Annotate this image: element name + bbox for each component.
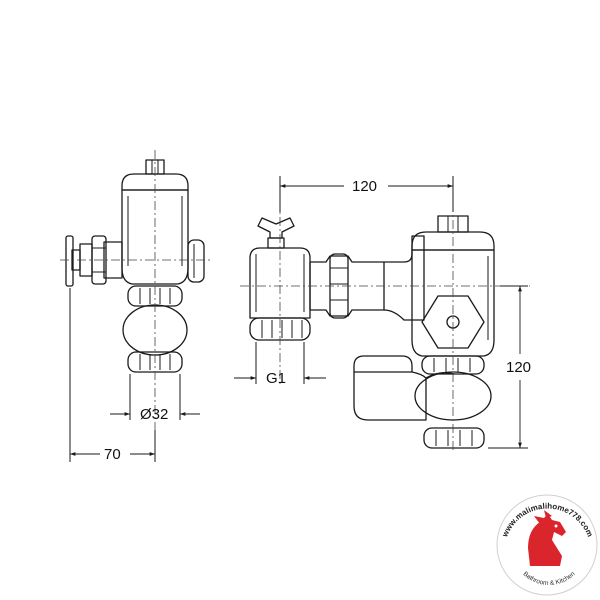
length-label: 120 <box>352 178 377 195</box>
side-boss <box>187 239 205 283</box>
breaker-cap <box>353 355 413 373</box>
hex-face <box>421 295 485 349</box>
dimension-height: 120 <box>488 285 531 449</box>
breaker-body <box>353 371 455 421</box>
ball-joint <box>122 304 188 356</box>
dimension-width: 70 <box>69 288 156 463</box>
handwheel <box>65 235 74 287</box>
diameter-label: Ø32 <box>140 406 168 423</box>
dimension-length: 120 <box>279 176 454 212</box>
main-valve-body <box>411 249 495 357</box>
thread-label: G1 <box>266 370 286 387</box>
dimension-thread: G1 <box>234 342 326 387</box>
outlet-nut <box>423 427 485 449</box>
front-view <box>240 186 530 452</box>
horse-head-icon <box>528 510 566 566</box>
main-cap <box>411 231 495 251</box>
handle-stem <box>267 237 285 249</box>
stop-valve-body <box>249 247 311 319</box>
left-connector <box>103 241 123 279</box>
width-label: 70 <box>104 446 121 463</box>
height-label: 120 <box>506 359 531 376</box>
dimension-diameter: Ø32 <box>110 374 200 423</box>
cap <box>121 173 189 191</box>
elbow <box>383 235 425 321</box>
tee-handle <box>257 217 295 239</box>
watermark-logo: www.malimalihome778.com Bathroom & Kitch… <box>496 494 598 596</box>
side-view <box>60 150 210 430</box>
